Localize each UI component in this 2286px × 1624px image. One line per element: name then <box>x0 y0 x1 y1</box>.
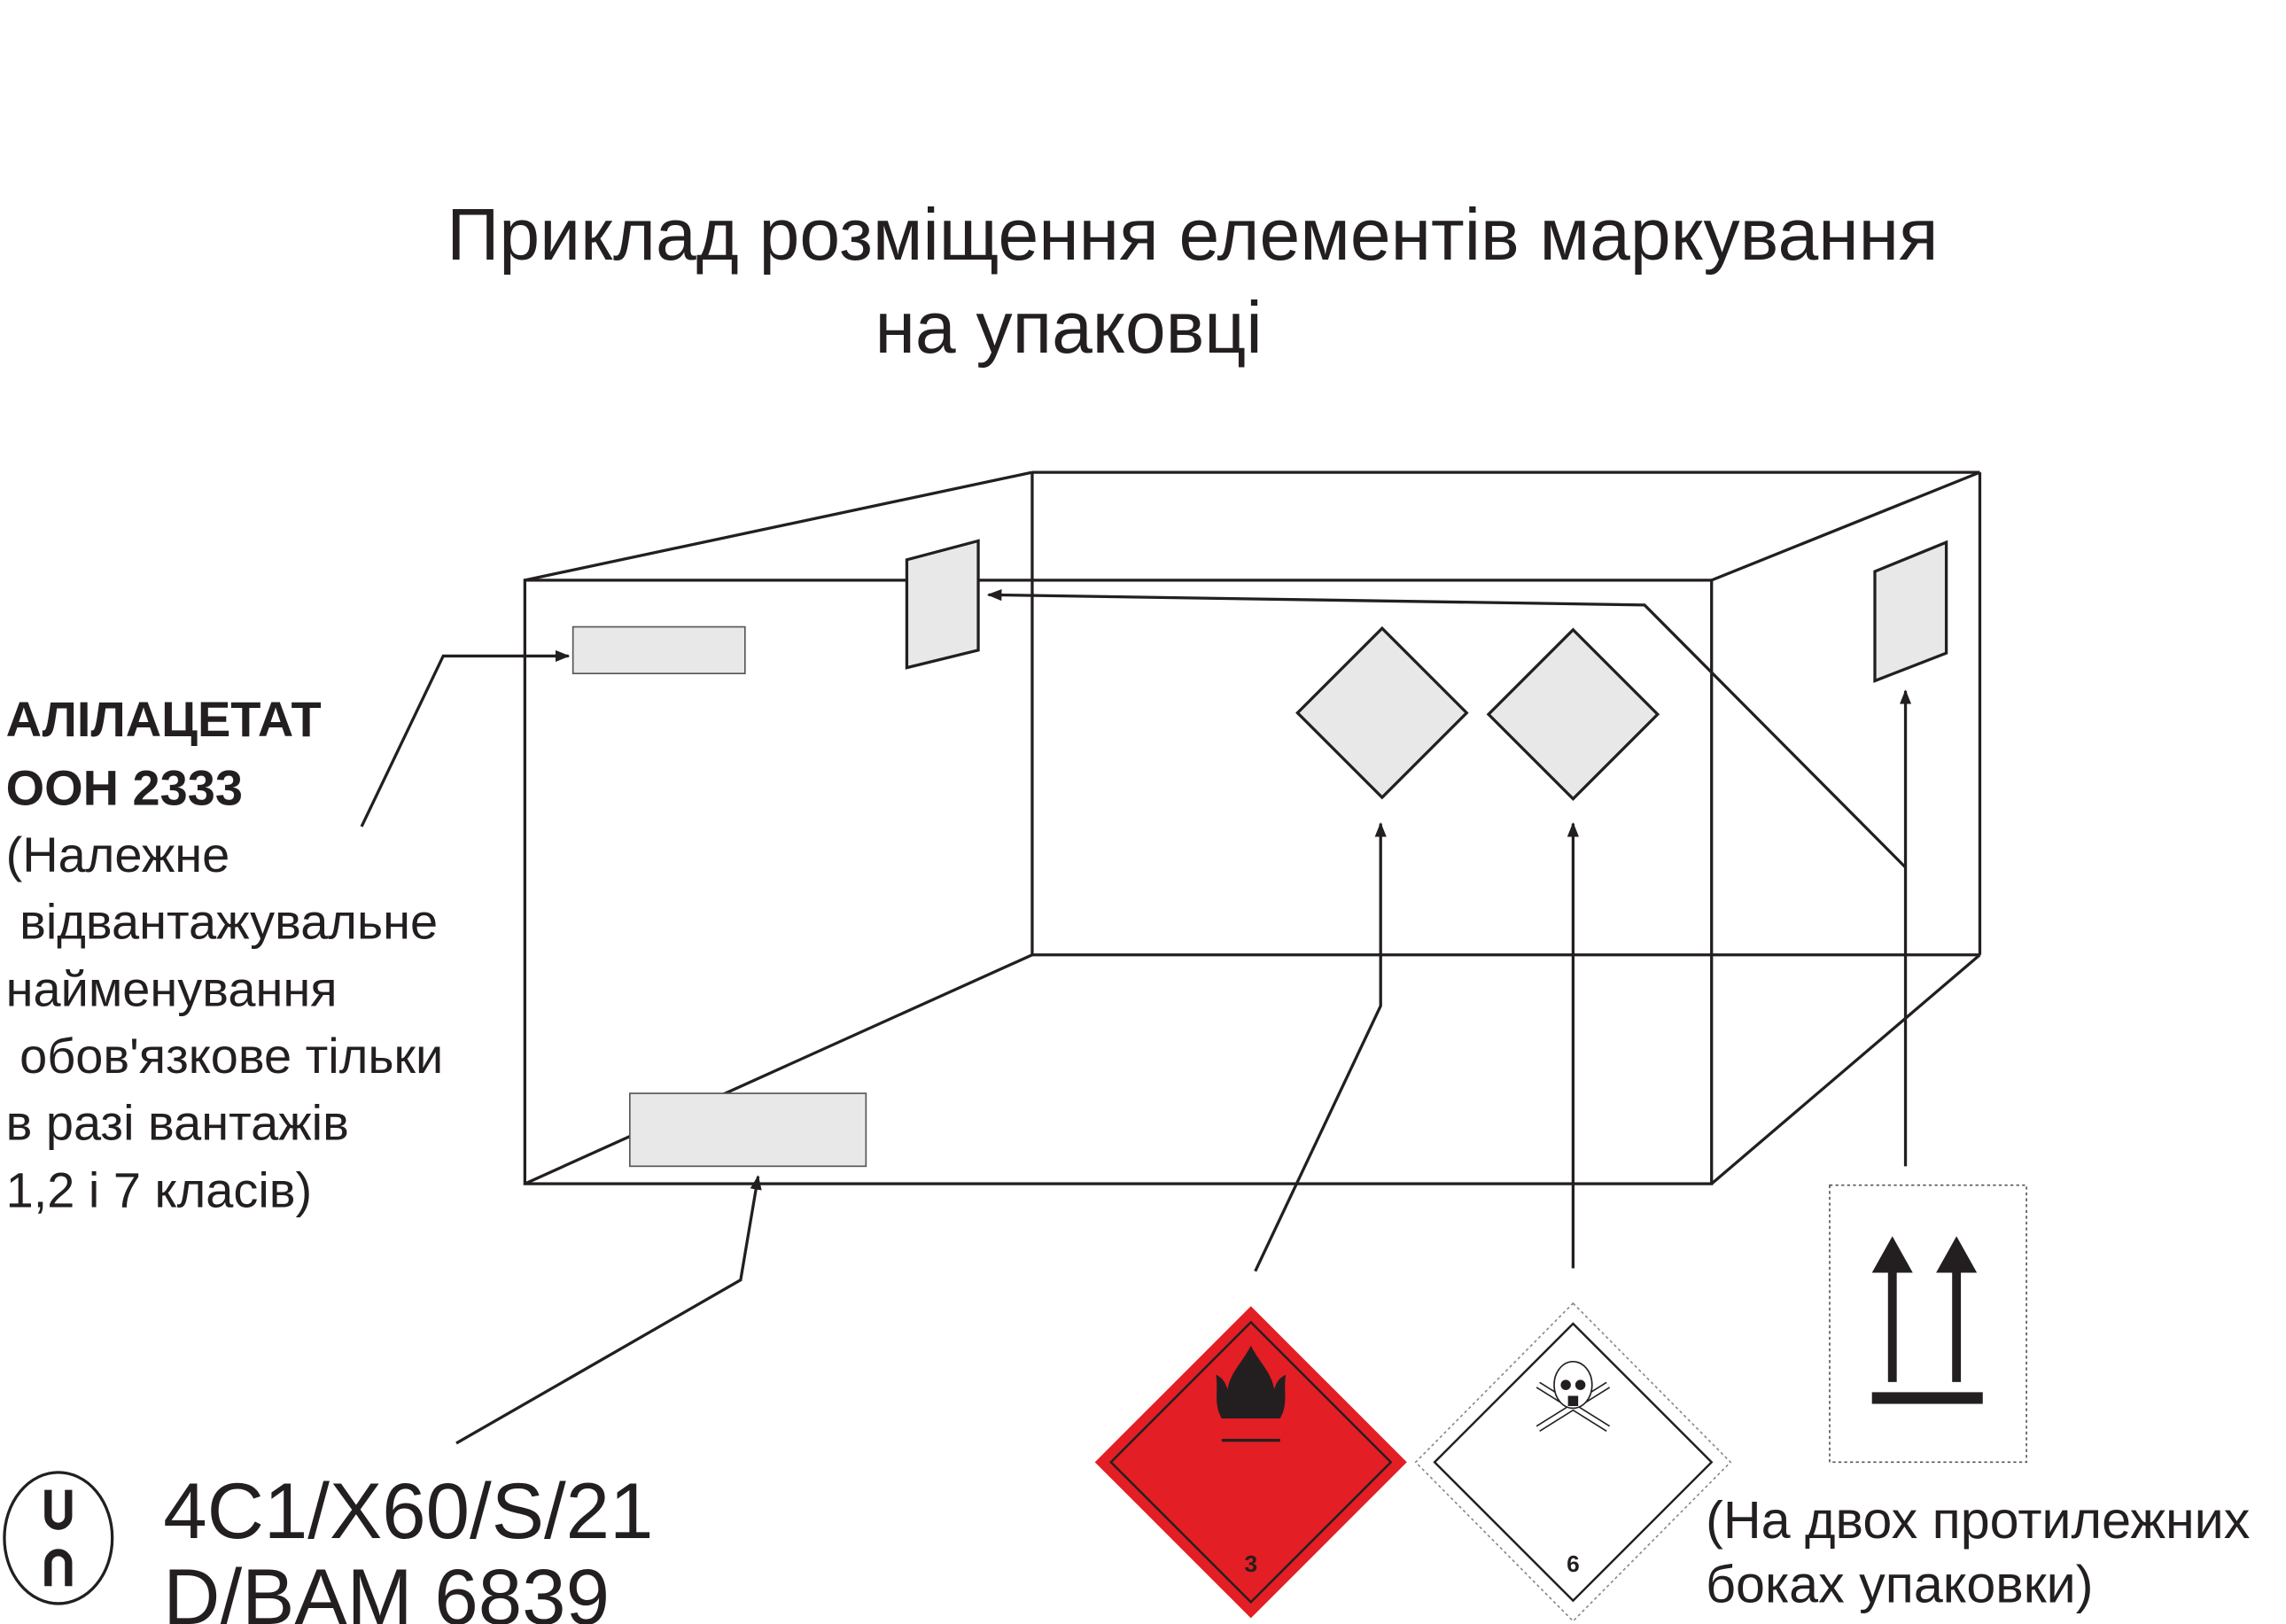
orientation-note-line-1: (На двох протилежних <box>1706 1490 2250 1550</box>
flame-icon <box>1216 1345 1287 1442</box>
proper-shipping-name: АЛІЛАЦЕТАТ <box>6 691 322 747</box>
hazard-label-placeholder-2 <box>1486 627 1660 802</box>
arrow-name <box>360 649 571 828</box>
note-line: найменування <box>6 960 338 1016</box>
note-line: відвантажувальне <box>6 894 439 950</box>
name-label-placeholder <box>572 626 746 675</box>
hazard-label-placeholder-1 <box>1295 626 1469 800</box>
this-way-up-label <box>1829 1184 2027 1464</box>
un-logo-icon <box>3 1471 114 1605</box>
un-mark-placeholder <box>628 1092 867 1168</box>
orientation-note-line-2: боках упаковки) <box>1706 1554 2093 1613</box>
un-packaging-code: 4C1/X60/S/21 <box>163 1467 653 1555</box>
orientation-label-placeholder-right <box>1873 540 1948 683</box>
arrow-orientation-left <box>986 588 1907 869</box>
orientation-label-placeholder-left <box>905 539 980 670</box>
up-arrows-icon <box>1871 1236 1983 1404</box>
arrow-hazard-1 <box>1254 822 1387 1272</box>
package-box <box>523 470 1982 1185</box>
shipping-name-note: АЛІЛАЦЕТАТ ООН 2333 (Належне відвантажув… <box>6 691 444 1217</box>
arrow-un-mark <box>455 1175 762 1445</box>
note-line: (Належне <box>6 827 230 882</box>
note-line: 1,2 і 7 класів) <box>6 1162 313 1217</box>
title-line-1: Приклад розміщення елементів маркування <box>447 195 1938 276</box>
title-line-2: на упаковці <box>875 288 1262 369</box>
hazard-class-number: 6 <box>1567 1550 1580 1577</box>
un-number: ООН 2333 <box>6 759 243 815</box>
hazard-class-number: 3 <box>1244 1550 1257 1577</box>
skull-crossbones-icon <box>1536 1360 1611 1432</box>
hazard-label-class-6: 6 <box>1414 1302 1732 1622</box>
note-line: в разі вантажів <box>6 1095 349 1151</box>
note-line: обов'язкове тільки <box>6 1028 444 1084</box>
un-packaging-approval: D/BAM 6839 <box>163 1553 610 1624</box>
hazard-label-class-3: 3 <box>1094 1306 1407 1619</box>
